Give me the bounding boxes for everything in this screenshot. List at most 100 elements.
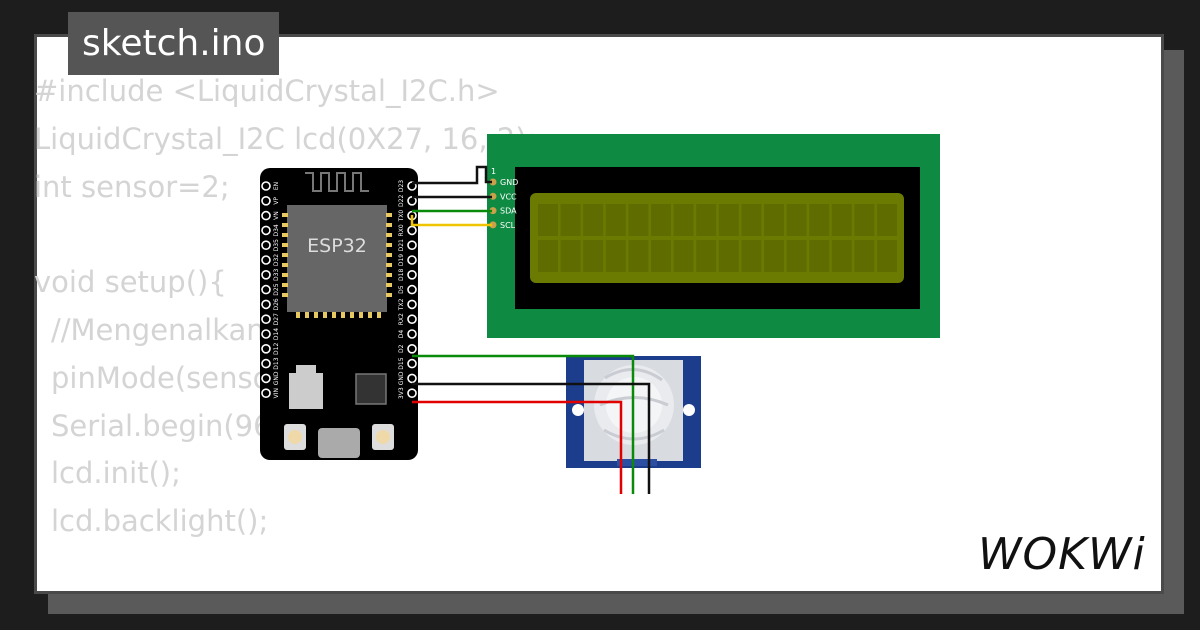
lcd-cell [877,240,897,272]
esp32-pin[interactable] [407,314,417,325]
lcd-cell [696,204,717,236]
lcd-cell [809,240,830,272]
code-line: //Mengenalkan [51,312,265,347]
esp32-pin[interactable] [407,284,417,295]
esp32-pin-label: D19 [398,254,405,266]
esp32-pin-label: GND [398,371,405,385]
esp32-pin-label: D25 [273,283,280,295]
esp32-pin-label: EN [273,182,280,190]
chip-side-pads [282,213,392,318]
esp32-pin[interactable] [261,358,271,369]
esp32-pin[interactable] [407,269,417,280]
wokwi-logo: WOKWi [978,529,1146,577]
esp32-pin-label: D14 [273,328,280,340]
esp32-pin[interactable] [407,388,417,399]
chip-pad [386,273,392,277]
usb-port[interactable] [318,428,360,458]
esp32-pin[interactable] [261,299,271,310]
lcd-pin-label: SCL [500,221,516,230]
lcd-cell [831,204,852,236]
chip-pad [368,312,372,318]
usb-chip [355,373,387,405]
esp32-pin-label: TX0 [398,210,405,223]
esp32-pin[interactable] [261,284,271,295]
esp32-pin[interactable] [261,240,271,250]
esp32-right-pin-column: D23D22TX0RX0D21D19D18D5TX2RX2D4D2D15GND3… [398,180,417,399]
esp32-pin[interactable] [261,373,271,384]
esp32-pin[interactable] [407,373,417,384]
esp32-pin[interactable] [407,343,417,354]
esp32-pin[interactable] [261,388,271,399]
esp32-pin[interactable] [261,255,271,265]
wires [410,165,651,494]
lcd-cell [605,240,626,272]
lcd-cell [877,204,897,236]
esp32-pin[interactable] [261,225,271,236]
esp32-pin-label: TX2 [398,298,405,311]
esp32-pin[interactable] [261,269,271,280]
esp32-pin-label: VP [273,197,280,205]
lcd-pin-label: SDA [500,207,517,216]
esp32-pin[interactable] [261,181,271,191]
esp32-pin-label: D22 [398,194,405,206]
lcd-cell [831,240,852,272]
lcd-pin-label: VCC [500,192,517,201]
lcd-cell [538,240,558,272]
code-line: #include <LiquidCrystal_I2C.h> [34,74,500,108]
lcd-cell [651,204,671,236]
lcd-cell [560,240,581,272]
esp32-left-pin-column: ENVPVND34D35D32D33D25D26D27D14D12D13GNDV… [261,181,280,399]
esp32-pin[interactable] [261,196,271,206]
lcd-cell [786,240,807,272]
chip-pad [282,263,288,267]
esp32-pin[interactable] [407,358,417,369]
chip-pad [305,312,309,318]
code-line: lcd.init(); [51,456,181,491]
esp32-pin[interactable] [407,225,417,236]
code-line: lcd.backlight(); [51,504,269,539]
lcd-cell [764,240,784,272]
esp32-pin[interactable] [261,210,271,221]
file-name-tab[interactable]: sketch.ino [68,12,280,75]
lcd-cell [854,204,875,236]
esp32-pin-label: VIN [273,388,280,398]
antenna-icon [305,172,369,192]
esp32-pin-label: 3V3 [398,387,405,399]
lcd-cell [809,204,830,236]
chip-pad [314,312,318,318]
esp32-pin-label: D5 [398,285,405,294]
esp32-pin[interactable] [407,240,417,250]
esp32-pin-label: RX2 [398,313,405,325]
lcd-pin[interactable] [489,221,497,229]
lcd-cell [741,240,762,272]
lcd-pin[interactable] [489,178,497,186]
chip-pad [386,293,392,297]
lcd-cell [538,204,558,236]
esp32-pin-label: D26 [273,298,280,310]
chip-pad [282,283,288,287]
esp32-pin-label: D27 [273,313,280,325]
esp32-pin[interactable] [261,314,271,325]
esp32-pin-label: RX0 [398,224,405,236]
lcd-cell [718,240,739,272]
svg-text:WOKWi: WOKWi [978,529,1146,577]
wire-pir-gnd [412,382,651,494]
chip-pad [386,213,392,217]
esp32-pin[interactable] [407,255,417,265]
lcd-pin[interactable] [489,207,497,215]
lcd-cell [628,204,649,236]
lcd-cell [651,240,671,272]
chip-pad [386,223,392,227]
lcd-cell [696,240,717,272]
esp32-pin-label: GND [273,371,280,385]
esp32-pin[interactable] [407,329,417,339]
esp32-pin-label: D15 [398,357,405,369]
esp32-pin[interactable] [407,299,417,310]
esp32-board[interactable]: ESP32 ENVPVND34D35D32D33D25D26D27D14D12D… [260,168,418,460]
esp32-pin-label: VN [273,211,280,220]
esp32-pin[interactable] [261,329,271,339]
esp32-pin[interactable] [261,343,271,354]
